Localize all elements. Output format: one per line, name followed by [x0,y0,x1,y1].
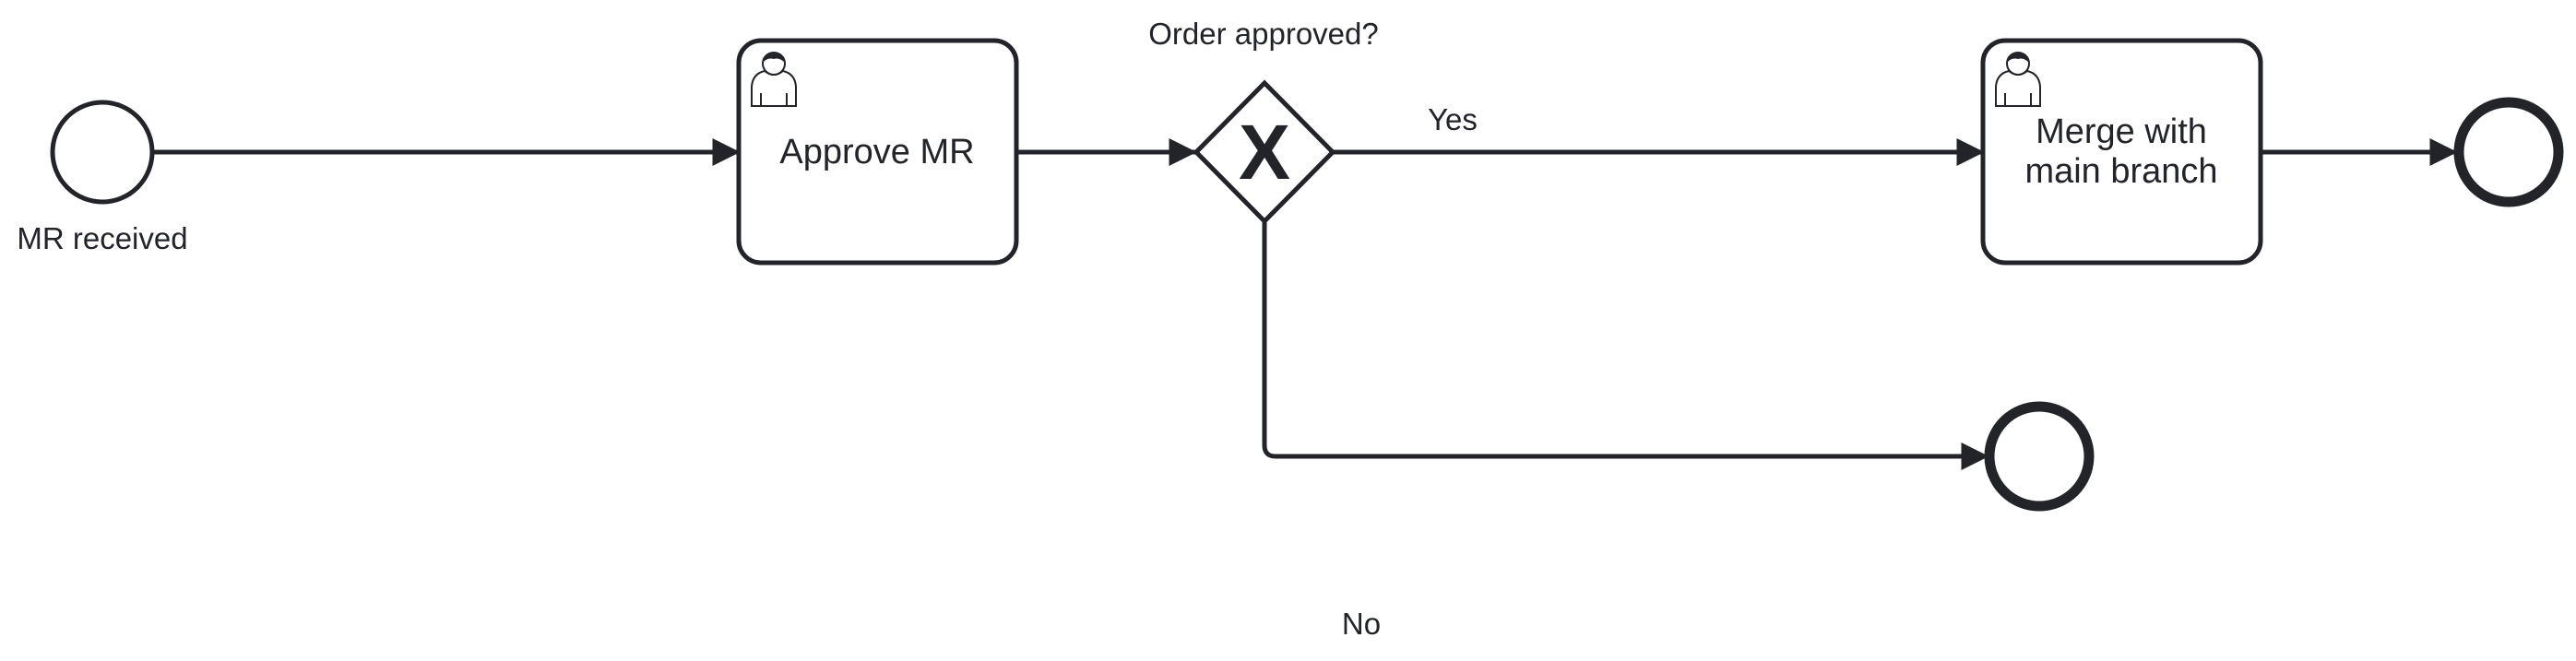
gateway-marker: X [1239,109,1290,195]
user-icon [1995,52,2041,107]
flow-no-label: No [1342,607,1381,641]
task-approve-mr-box[interactable] [736,38,1019,266]
task-approve-mr[interactable]: Approve MR [736,38,1019,266]
task-merge-box[interactable] [1980,38,2263,266]
flow-no[interactable] [1262,221,1989,470]
exclusive-gateway[interactable]: X [1193,79,1336,225]
start-event-label: MR received [17,221,187,255]
flow-yes-label: Yes [1428,102,1478,136]
end-event-rejected[interactable] [1984,401,2095,512]
task-approve-mr-label: Approve MR [779,133,974,171]
task-merge-main-branch[interactable]: Merge with main branch [1980,38,2263,266]
user-icon [751,52,797,107]
task-merge-label-line2: main branch [2024,152,2217,191]
gateway-label: Order approved? [1148,17,1378,51]
end-event-main[interactable] [2453,97,2564,207]
task-merge-label-line1: Merge with [2036,112,2207,151]
exclusive-gateway-icon[interactable] [1193,79,1336,225]
start-event[interactable] [50,100,155,205]
